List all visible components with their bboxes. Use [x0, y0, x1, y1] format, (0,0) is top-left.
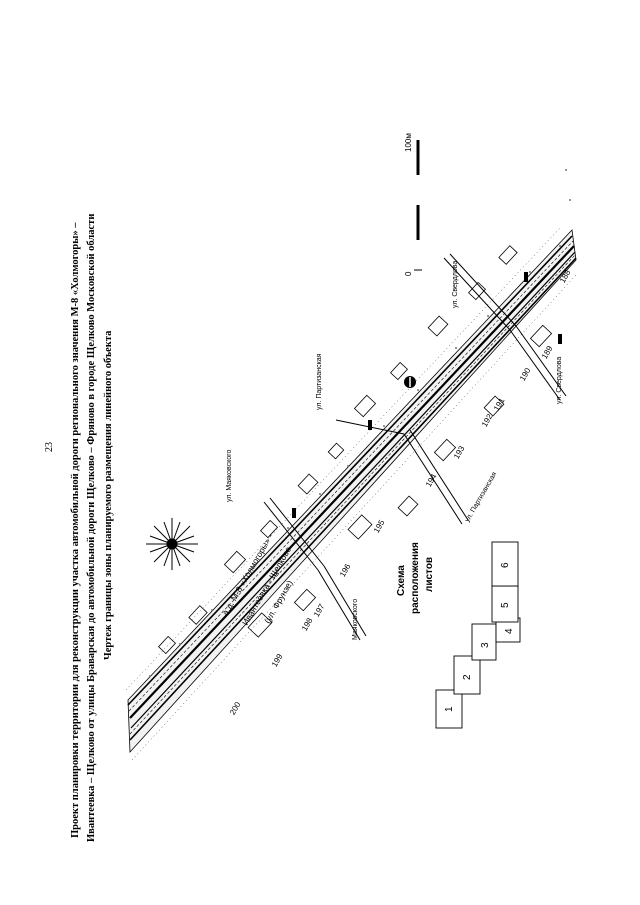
street-label-partizanskaya: ул. Партизанская [316, 353, 323, 410]
north-arrow-icon [404, 376, 416, 388]
sheet-number-2: 2 [462, 674, 473, 680]
scale-bar [414, 140, 422, 271]
traffic-light-icon [292, 272, 562, 518]
scale-zero-label: 0 [404, 271, 413, 276]
scheme-title-line-1: Схема [396, 565, 407, 596]
scheme-title-line-2: расположения [410, 542, 421, 614]
road-corridor [125, 227, 577, 761]
sheet-number-6: 6 [500, 562, 511, 568]
buildings [158, 245, 553, 655]
sheet-number-1: 1 [444, 706, 455, 712]
street-label-mayakovsky-2: Маяковского [352, 598, 359, 640]
sheet-number-4: 4 [504, 628, 515, 634]
sheet-number-3: 3 [480, 642, 491, 648]
compass-rose-icon [146, 518, 198, 570]
street-label-mayakovsky: ул. Маяковского [226, 449, 233, 502]
sheet-number-5: 5 [500, 602, 511, 608]
side-streets [263, 253, 567, 641]
street-label-sverdlova: ул. Свердлова [452, 260, 459, 308]
street-label-sverdlova-2: ул. Свердлова [556, 356, 563, 404]
scale-end-label: 100м [404, 133, 413, 152]
sheet-scheme [435, 541, 521, 729]
terrain-marks [149, 169, 571, 677]
scheme-title-line-3: листов [424, 556, 435, 592]
